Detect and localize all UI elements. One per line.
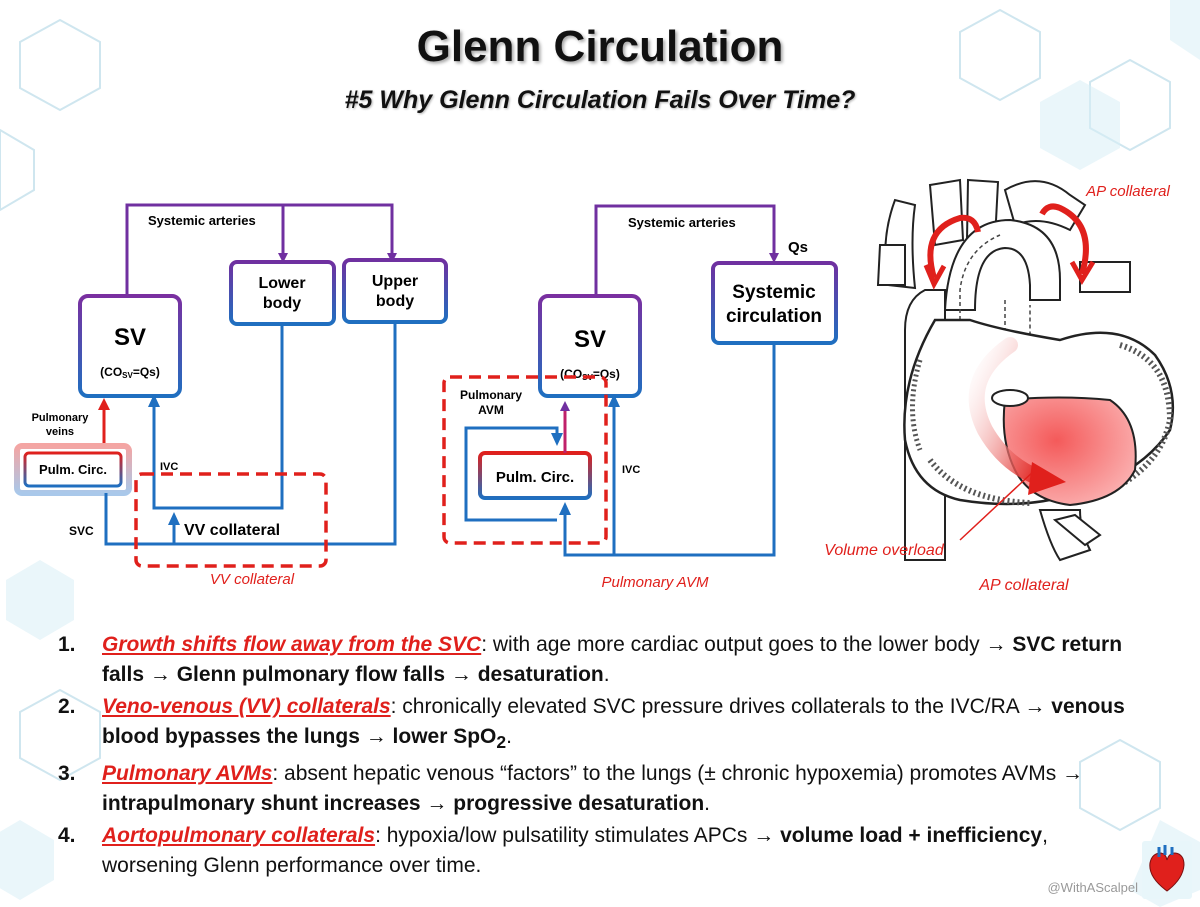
d2-systemic-arteries-label: Systemic arteries xyxy=(628,215,736,230)
d1-pulm-veins-label-2: veins xyxy=(46,426,74,438)
d1-co-label: (COSV=Qs) xyxy=(100,365,160,380)
author-handle: @WithAScalpel xyxy=(1047,880,1138,895)
d1-lower-body-label-2: body xyxy=(263,295,301,312)
diagram-pulmonary-avm: Systemic arteries Qs Systemic circulatio… xyxy=(442,204,838,591)
d1-lower-body-label-1: Lower xyxy=(258,275,305,292)
point-heading: Growth shifts flow away from the SVC xyxy=(102,633,482,656)
d1-sv-box xyxy=(78,294,182,398)
d2-sv-label: SV xyxy=(574,326,606,353)
page-subtitle: #5 Why Glenn Circulation Fails Over Time… xyxy=(344,86,856,114)
d2-pulm-avm-label-1: Pulmonary xyxy=(460,388,522,402)
d1-vv-highlight xyxy=(134,472,328,568)
d2-ivc-label: IVC xyxy=(622,464,640,476)
heart-ap-collateral-top: AP collateral xyxy=(1085,183,1170,200)
d1-sv-label: SV xyxy=(114,324,146,351)
d1-pulm-veins-label-1: Pulmonary xyxy=(32,412,90,424)
d2-sv-box xyxy=(538,294,642,398)
d2-pulm-circ-label: Pulm. Circ. xyxy=(496,469,574,486)
d2-systemic-circ-box xyxy=(711,261,838,345)
list-item: 1. Growth shifts flow away from the SVC:… xyxy=(58,633,1123,686)
list-item: 4. Aortopulmonary collaterals: hypoxia/l… xyxy=(58,824,1048,878)
d1-pulm-circ-outer xyxy=(14,443,132,496)
page-title: Glenn Circulation xyxy=(416,22,784,71)
point-heading: Pulmonary AVMs xyxy=(102,762,273,786)
d1-svc-label: SVC xyxy=(69,524,94,538)
mechanism-list: 1. Growth shifts flow away from the SVC:… xyxy=(48,630,1148,883)
heart-ap-collateral-bottom: AP collateral xyxy=(978,577,1069,594)
d1-upper-body-label-2: body xyxy=(376,293,414,310)
point-heading: Veno-venous (VV) collaterals xyxy=(102,695,391,718)
heart-illustration: AP collateral Volume overload AP collate… xyxy=(824,178,1175,594)
d1-vv-caption: VV collateral xyxy=(210,571,295,588)
heart-logo-icon xyxy=(1142,841,1192,899)
d1-upper-body-box xyxy=(342,258,448,324)
d2-systemic-circ-label-1: Systemic xyxy=(732,282,816,303)
d1-lower-body-box xyxy=(229,260,336,326)
d2-pulm-circ-box xyxy=(478,451,592,500)
d1-pulm-circ-label: Pulm. Circ. xyxy=(39,462,107,477)
heart-volume-overload: Volume overload xyxy=(824,542,945,559)
d2-avm-highlight xyxy=(442,375,608,545)
d1-upper-body-label-1: Upper xyxy=(372,273,418,290)
d2-qs-label: Qs xyxy=(788,239,808,256)
list-item: 2. Veno-venous (VV) collaterals: chronic… xyxy=(58,695,1125,753)
d2-avm-caption: Pulmonary AVM xyxy=(602,574,709,591)
list-item: 3. Pulmonary AVMs: absent hepatic venous… xyxy=(58,762,1084,816)
d1-vv-inner-label: VV collateral xyxy=(184,522,280,539)
d1-systemic-arteries-label: Systemic arteries xyxy=(148,213,256,228)
d1-ivc-label: IVC xyxy=(160,461,178,473)
d1-pulm-circ-box xyxy=(23,451,123,488)
glenn-diagrams: Systemic arteries SV (COSV=Qs) Lower bod… xyxy=(14,178,1175,594)
d2-pulm-avm-label-2: AVM xyxy=(478,403,504,417)
diagram-vv-collateral: Systemic arteries SV (COSV=Qs) Lower bod… xyxy=(14,203,448,588)
d2-systemic-circ-label-2: circulation xyxy=(726,306,822,327)
point-heading: Aortopulmonary collaterals xyxy=(102,824,376,848)
